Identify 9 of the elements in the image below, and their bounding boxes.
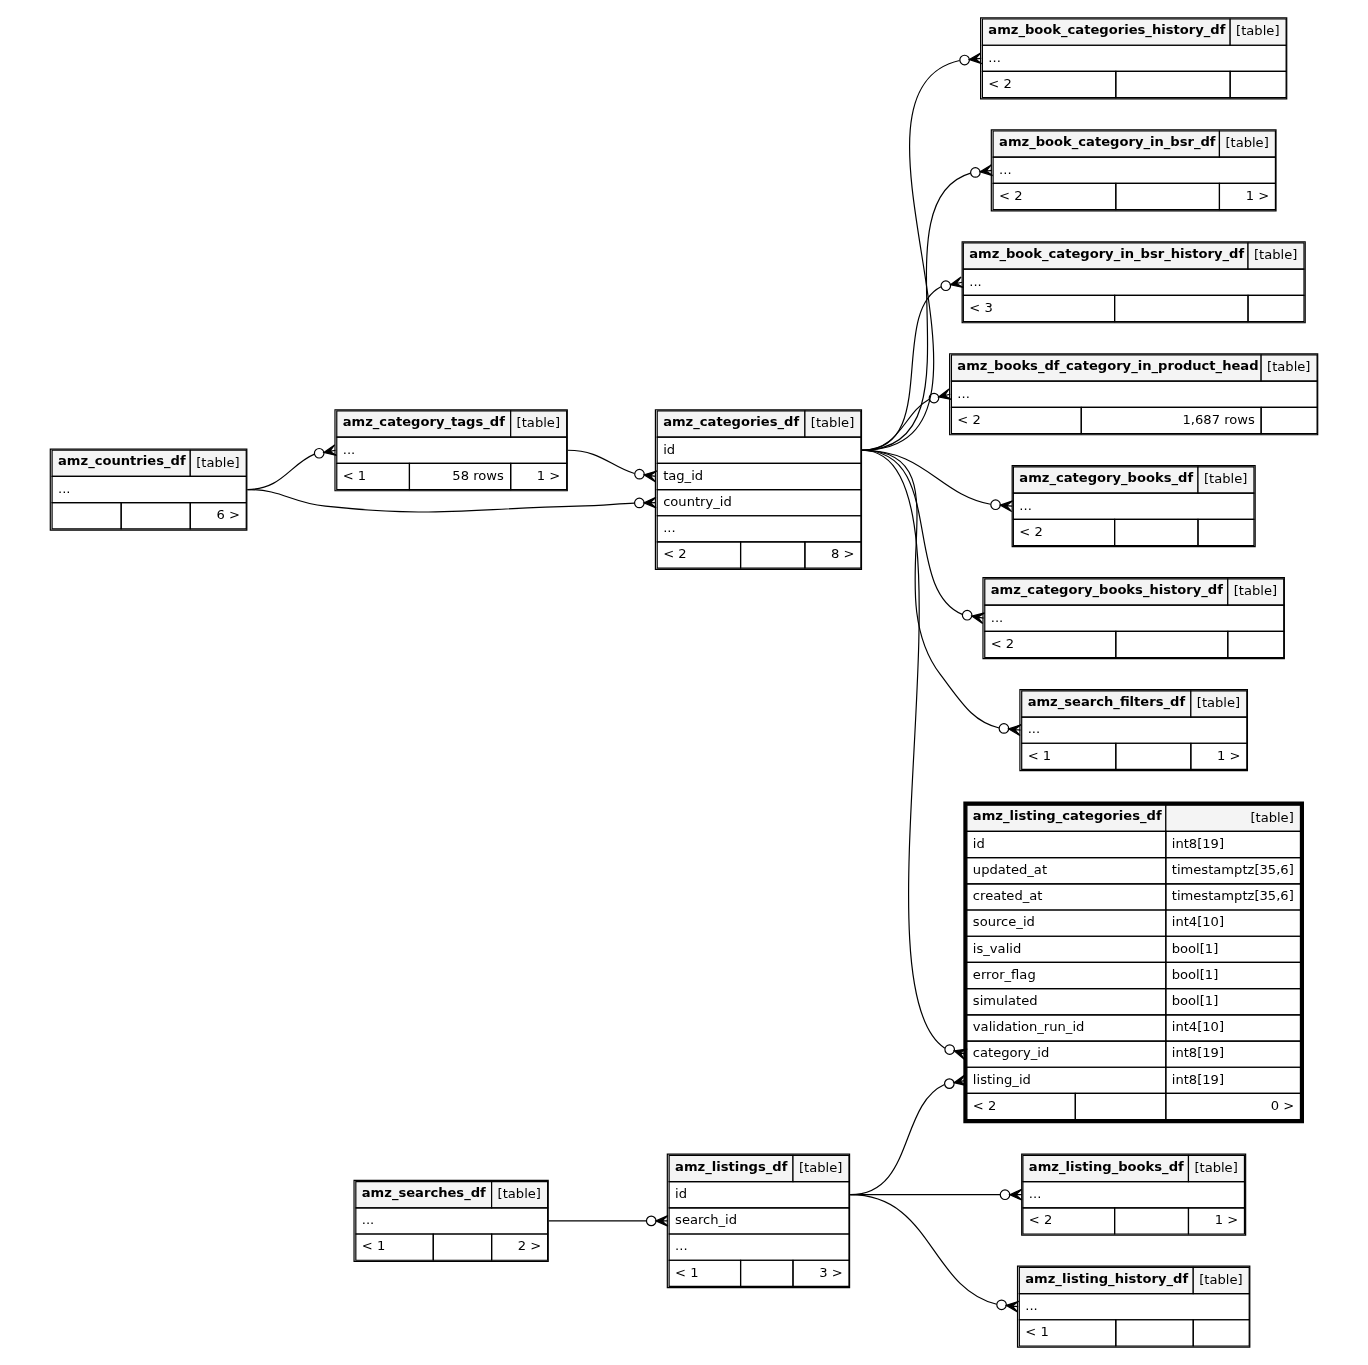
connector [861, 388, 953, 451]
connector [861, 164, 994, 451]
connector [861, 52, 983, 451]
connector [849, 1194, 1020, 1313]
connector [246, 488, 657, 513]
connector [861, 449, 968, 1060]
connector [567, 449, 658, 483]
connector [548, 1214, 669, 1227]
connector [861, 276, 964, 451]
